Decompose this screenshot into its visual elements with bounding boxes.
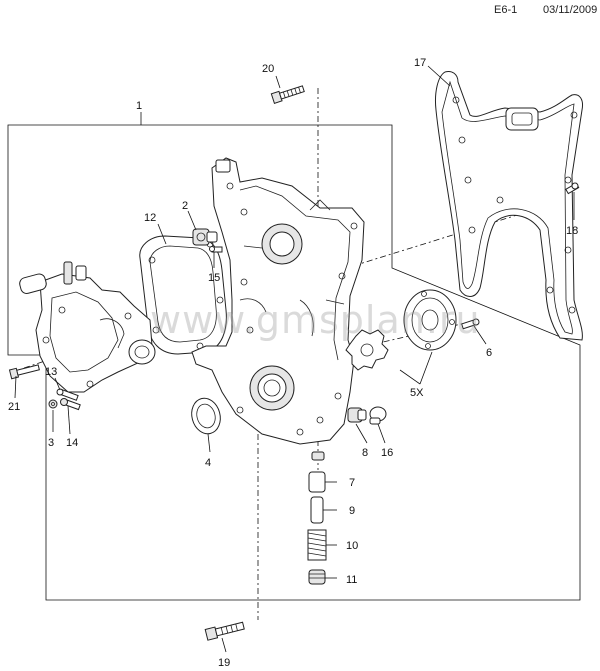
callout-14: 14 (66, 437, 78, 449)
bolt-6 (461, 318, 480, 330)
callout-3: 3 (48, 437, 54, 449)
water-pump-gasket (139, 235, 227, 355)
callout-11: 11 (346, 574, 357, 586)
callout-9: 9 (349, 505, 355, 517)
callout-19: 19 (218, 657, 230, 669)
bolt-15 (209, 246, 223, 253)
relief-valve-cap-7 (308, 451, 326, 493)
plug-2 (192, 228, 218, 246)
assembly-outline (7, 124, 581, 601)
water-pump-assembly (19, 261, 156, 393)
callout-6: 6 (486, 347, 492, 359)
oil-seal-4 (191, 397, 221, 435)
relief-valve-plug-11 (308, 569, 326, 585)
bolt-19 (204, 621, 245, 641)
callout-16: 16 (381, 447, 393, 459)
timing-cover-housing (191, 157, 365, 445)
page-reference: E6-1 (494, 4, 518, 16)
callout-8: 8 (362, 447, 368, 459)
callout-10: 10 (346, 540, 358, 552)
bolt-13 (56, 388, 79, 401)
callout-4: 4 (205, 457, 211, 469)
callout-18: 18 (566, 225, 578, 237)
bolt-3 (48, 399, 58, 409)
bolt-18 (565, 182, 580, 195)
callout-labels: 1 2 3 4 5X 6 7 8 9 10 11 12 13 14 15 16 … (8, 57, 578, 669)
bolt-21 (8, 364, 40, 380)
callout-17: 17 (414, 57, 426, 69)
axis-line-bolt-21 (23, 359, 49, 369)
bolt-14 (60, 398, 81, 411)
callout-2: 2 (182, 200, 188, 212)
callout-15: 15 (208, 272, 220, 284)
callout-1: 1 (136, 100, 142, 112)
callout-21: 21 (8, 401, 20, 413)
oil-pump-gears-5x (345, 289, 457, 371)
cap-16 (369, 406, 387, 425)
bolt-20 (270, 85, 305, 104)
callout-12: 12 (144, 212, 156, 224)
diagram-date: 03/11/2009 (543, 4, 598, 16)
plug-8 (347, 407, 367, 423)
front-cover-gasket (435, 71, 583, 341)
callout-13: 13 (45, 366, 57, 378)
leader-lines (14, 65, 575, 653)
relief-valve-spring-10 (307, 529, 327, 561)
callout-7: 7 (349, 477, 355, 489)
relief-valve-plunger-9 (310, 496, 324, 524)
callout-20: 20 (262, 63, 274, 75)
callout-5x: 5X (410, 387, 424, 399)
